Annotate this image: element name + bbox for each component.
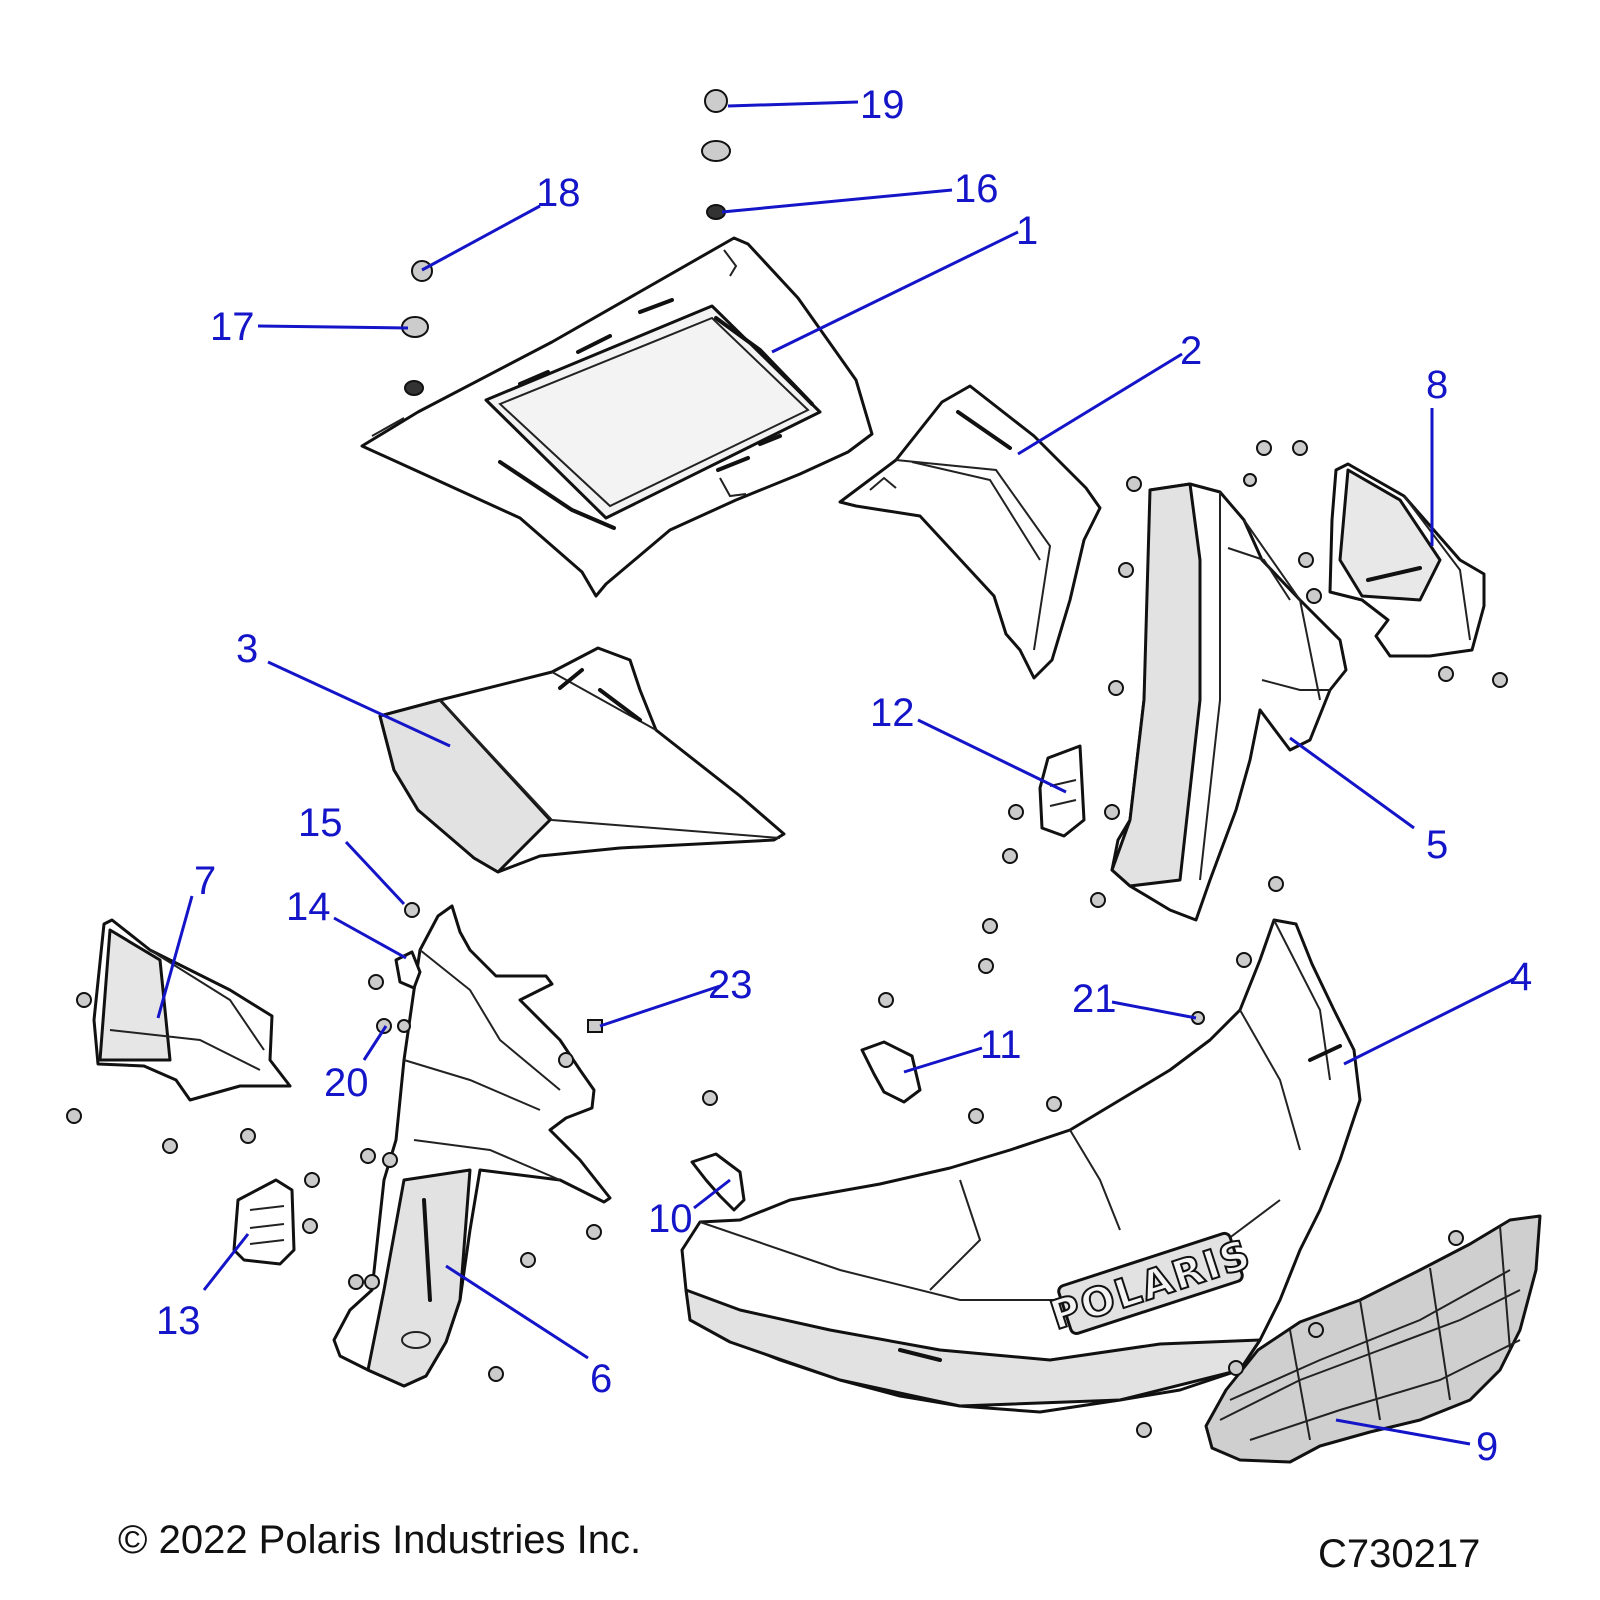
- leader-14: [333, 916, 407, 960]
- callout-11: 11: [980, 1023, 1022, 1067]
- bracket-11-part: [860, 1040, 922, 1104]
- callout-6: 6: [590, 1357, 612, 1401]
- callout-18: 18: [536, 171, 581, 215]
- leader-2: [1017, 352, 1183, 456]
- bracket-10-part: [690, 1152, 746, 1212]
- callout-15: 15: [298, 801, 343, 845]
- callout-19: 19: [860, 83, 905, 127]
- leader-16: [721, 188, 953, 214]
- leader-19: [727, 100, 859, 108]
- callout-14: 14: [286, 885, 331, 929]
- callout-21: 21: [1072, 977, 1117, 1021]
- callout-labels: 1 2 3 4 5 6 7 8 9 10 11 12 13 14 15 16 1…: [156, 83, 1532, 1469]
- callout-13: 13: [156, 1299, 201, 1343]
- left-inner-panel-part: [92, 918, 292, 1102]
- leader-23: [599, 984, 721, 1028]
- side-panel-part: [838, 384, 1102, 680]
- right-inner-panel-part: [1328, 462, 1486, 658]
- callout-12: 12: [870, 691, 915, 735]
- leader-21: [1111, 1000, 1197, 1020]
- leader-18: [421, 204, 541, 272]
- fastener-group: [66, 89, 1508, 1438]
- callout-17: 17: [210, 305, 255, 349]
- leader-7: [156, 895, 194, 1019]
- callout-16: 16: [954, 167, 999, 211]
- callout-3: 3: [236, 627, 258, 671]
- hood-part: [360, 236, 874, 598]
- callout-8: 8: [1426, 363, 1448, 407]
- leader-1: [771, 230, 1019, 354]
- leader-15: [344, 840, 406, 906]
- leader-10: [693, 1178, 731, 1210]
- callout-9: 9: [1476, 1425, 1498, 1469]
- callout-20: 20: [324, 1061, 369, 1105]
- leader-13: [202, 1233, 250, 1291]
- front-bumper-part: POLARIS: [680, 918, 1362, 1414]
- leader-lines: [156, 100, 1517, 1446]
- callout-1: 1: [1016, 209, 1038, 253]
- leader-11: [903, 1046, 983, 1074]
- leader-6: [445, 1264, 589, 1360]
- callout-10: 10: [648, 1197, 693, 1241]
- callout-23: 23: [708, 963, 753, 1007]
- grille-part: [1204, 1214, 1542, 1464]
- leader-3: [267, 660, 451, 748]
- callout-4: 4: [1510, 955, 1532, 999]
- leader-5: [1289, 736, 1415, 830]
- copyright-text: © 2022 Polaris Industries Inc.: [118, 1518, 642, 1562]
- callout-2: 2: [1180, 329, 1202, 373]
- left-support-part: [332, 904, 612, 1388]
- drawing-number: C730217: [1318, 1532, 1481, 1576]
- leader-12: [917, 718, 1067, 794]
- bracket-13-part: [232, 1178, 296, 1266]
- leader-17: [257, 324, 409, 330]
- leader-9: [1335, 1418, 1471, 1446]
- callout-5: 5: [1426, 823, 1448, 867]
- leader-4: [1343, 976, 1517, 1066]
- callout-7: 7: [194, 859, 216, 903]
- right-support-part: [1110, 482, 1348, 922]
- leader-20: [362, 1025, 388, 1061]
- dash-panel-part: [378, 646, 786, 874]
